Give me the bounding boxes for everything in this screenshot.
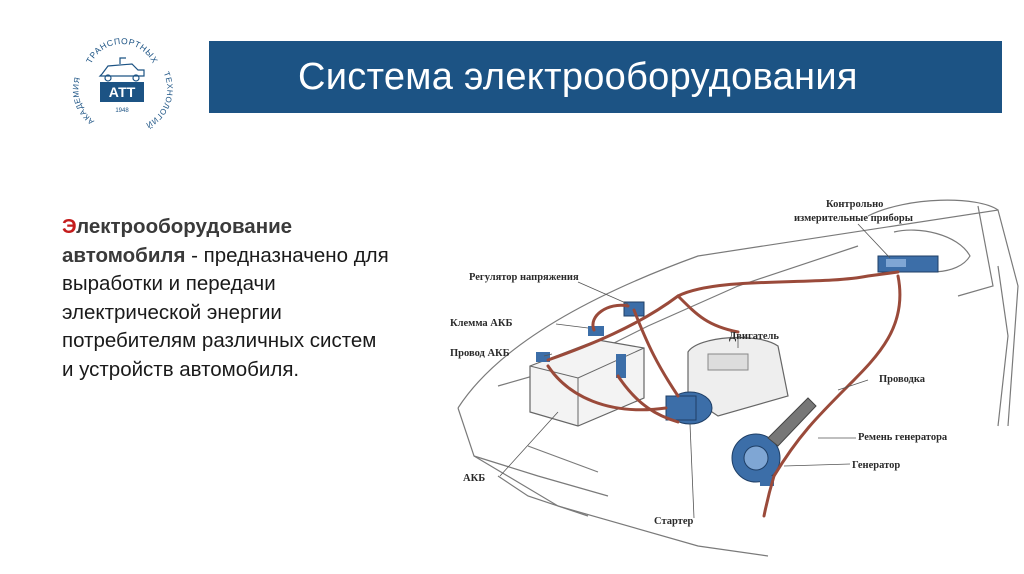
logo-arc-right: ТЕХНОЛОГИЙ xyxy=(144,70,174,130)
label-battery-wire: Провод АКБ xyxy=(450,348,510,359)
logo-arc-left: АКАДЕМИЯ xyxy=(71,76,95,126)
label-generator: Генератор xyxy=(852,460,900,471)
leader-lines xyxy=(499,223,891,519)
body-first-letter: Э xyxy=(62,215,77,238)
title-bar: Система электрооборудования xyxy=(209,41,1002,113)
label-starter: Стартер xyxy=(654,516,693,527)
car-electrical-diagram-illustration: Контрольно измерительные приборы Регулят… xyxy=(450,199,1019,557)
label-regulator: Регулятор напряжения xyxy=(469,272,579,283)
starter-component xyxy=(665,391,713,425)
svg-text:ТРАНСПОРТНЫХ: ТРАНСПОРТНЫХ xyxy=(84,36,160,65)
logo-arc-top: ТРАНСПОРТНЫХ xyxy=(84,36,160,65)
label-instruments-1: Контрольно xyxy=(826,199,883,210)
svg-text:АКАДЕМИЯ: АКАДЕМИЯ xyxy=(71,76,95,126)
body-text-rest: - предназначено для выработки и передачи… xyxy=(62,243,389,381)
logo-abbreviation: АТТ xyxy=(109,84,136,100)
engine-component xyxy=(687,336,789,417)
electrical-system-diagram: Контрольно измерительные приборы Регулят… xyxy=(438,176,1024,566)
label-instruments-2: измерительные приборы xyxy=(794,213,913,224)
instrument-panel xyxy=(877,255,939,273)
wiring-harness xyxy=(546,270,902,518)
logo-year: 1948 xyxy=(115,108,129,114)
page-title: Система электрооборудования xyxy=(298,56,858,98)
generator-component xyxy=(731,397,817,486)
label-wiring: Проводка xyxy=(879,374,926,385)
battery-component xyxy=(529,326,645,427)
body-paragraph: Электрооборудование автомобиля - предназ… xyxy=(62,213,392,384)
label-generator-belt: Ремень генератора xyxy=(858,432,948,443)
svg-text:ТЕХНОЛОГИЙ: ТЕХНОЛОГИЙ xyxy=(144,70,174,130)
body-bold-term: лектрооборудование автомобиля xyxy=(62,215,293,267)
academy-logo: ТРАНСПОРТНЫХ АКАДЕМИЯ ТЕХНОЛОГИЙ АТТ 194… xyxy=(62,30,182,138)
academy-logo-emblem-icon: ТРАНСПОРТНЫХ АКАДЕМИЯ ТЕХНОЛОГИЙ АТТ 194… xyxy=(71,36,174,130)
label-engine: Двигатель xyxy=(729,331,779,342)
label-battery-terminal: Клемма АКБ xyxy=(450,318,512,329)
label-battery: АКБ xyxy=(463,473,485,484)
